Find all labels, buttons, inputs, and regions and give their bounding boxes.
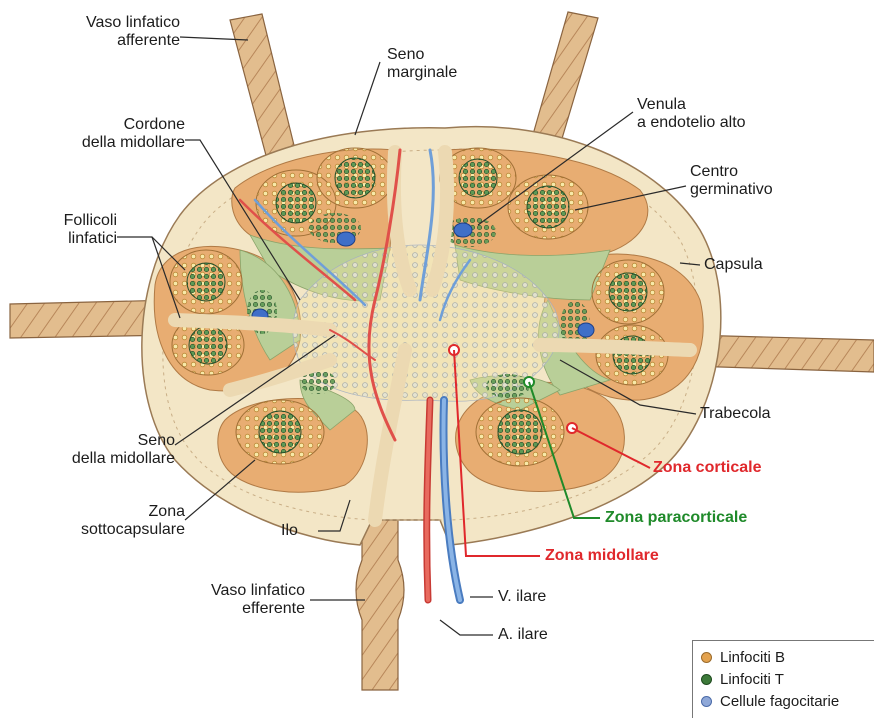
green-dot-icon	[701, 674, 712, 685]
label-zona-midollare: Zona midollare	[545, 547, 659, 565]
label-venula: Venula a endotelio alto	[637, 96, 746, 132]
label-seno-midollare: Seno della midollare	[20, 432, 175, 468]
germinal-center	[508, 175, 588, 239]
label-follicoli: Follicoli linfatici	[20, 212, 117, 248]
label-capsula: Capsula	[704, 256, 763, 274]
label-zona-sottocapsulare: Zona sottocapsulare	[30, 503, 185, 539]
label-a-ilare: A. ilare	[498, 626, 548, 644]
label-trabecola: Trabecola	[700, 405, 771, 423]
label-vaso-afferente: Vaso linfatico afferente	[30, 14, 180, 50]
legend: Linfociti B Linfociti T Cellule fagocita…	[692, 640, 874, 718]
label-zona-paracorticale: Zona paracorticale	[605, 509, 747, 527]
legend-item-linfociti-t: Linfociti T	[701, 671, 784, 688]
label-ilo: Ilo	[281, 522, 298, 540]
label-zona-corticale: Zona corticale	[653, 459, 761, 477]
label-seno-marginale: Seno marginale	[387, 46, 457, 82]
label-centro-germinativo: Centro germinativo	[690, 163, 773, 199]
blue-dot-icon	[701, 696, 712, 707]
orange-dot-icon	[701, 652, 712, 663]
legend-item-cellule-fagocitarie: Cellule fagocitarie	[701, 693, 839, 710]
label-v-ilare: V. ilare	[498, 588, 546, 606]
label-cordone-midollare: Cordone della midollare	[40, 116, 185, 152]
label-vaso-efferente: Vaso linfatico efferente	[150, 582, 305, 618]
legend-item-linfociti-b: Linfociti B	[701, 649, 785, 666]
